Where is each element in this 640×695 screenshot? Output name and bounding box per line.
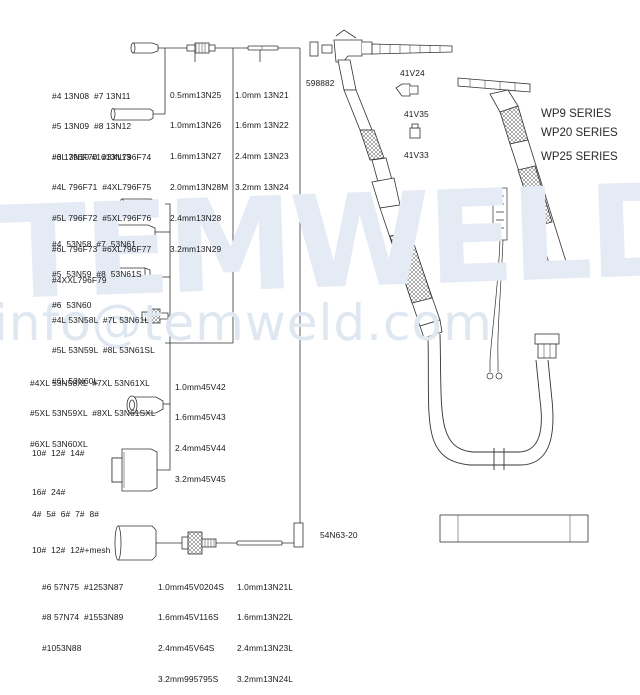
part-label: #6L 53N60L	[52, 376, 99, 387]
part-label: 3.2mm45V45	[175, 474, 226, 485]
backcap-long-label: 41V24	[400, 68, 425, 78]
cable-sleeve	[439, 514, 589, 543]
part-label: #5 53N59 #8 53N61S	[52, 269, 142, 280]
torch-head	[309, 29, 453, 63]
part-label: #6XL 53N60XL	[30, 439, 88, 450]
part-label: 1.6mm45V116S	[158, 612, 219, 623]
part-label: #4L 796F71 #4XL796F75	[52, 182, 152, 193]
part-label: #8 57N74 #1553N89	[42, 612, 124, 623]
cup-part-f	[114, 525, 157, 561]
gas-lens-body-labels: 1.0mm45V42 1.6mm45V43 2.4mm45V44 3.2mm45…	[175, 361, 226, 495]
insulator-part	[293, 522, 304, 548]
part-label: 1.0mm13N26	[170, 120, 222, 131]
series-label-wp20: WP20 SERIES	[541, 127, 618, 139]
series-label-wp9: WP9 SERIES	[541, 108, 612, 120]
part-label: #4 13N08 #7 13N11	[52, 90, 131, 101]
part-label: #5 13N09 #8 13N12	[52, 121, 132, 132]
part-label: 1.0mm45V0204S	[158, 581, 225, 592]
part-label: 1.0mm 13N21	[235, 89, 289, 100]
part-label: 2.4mm13N23L	[237, 643, 294, 654]
backcap-med-label: 41V35	[404, 109, 429, 119]
collets-a-labels: #4 13N08 #7 13N11 #5 13N09 #8 13N12 #6 1…	[52, 70, 131, 173]
collet-long-part	[236, 540, 283, 546]
gas-lens-large-part	[181, 531, 217, 555]
part-label: 1.6mm 13N22	[235, 120, 289, 131]
part-label: 1.0mm13N21L	[237, 581, 294, 592]
part-label: #4XL 53N58XL #7XL 53N61XL	[30, 377, 150, 388]
torch-neck	[337, 59, 393, 183]
part-label: 0.5mm13N25	[170, 89, 222, 100]
cups-f-labels: #6 57N75 #1253N87 #8 57N74 #1553N89 #105…	[42, 561, 123, 664]
part-label: 2.4mm45V64S	[158, 643, 215, 654]
collets-b-labels: 1.0mm 13N21 1.6mm 13N22 2.4mm 13N23 3.2m…	[235, 69, 289, 203]
hose-cable	[427, 333, 554, 470]
part-label: #3L 796F70 #3XL796F74	[52, 151, 152, 162]
backcap-med	[395, 83, 419, 97]
hose-nut	[534, 333, 560, 359]
part-label: 3.2mm995795S	[158, 674, 219, 685]
part-label: #6 53N60	[52, 300, 92, 311]
part-label: #1053N88	[42, 643, 82, 654]
collet-body-part	[186, 42, 216, 54]
large-cups-labels: #3L 796F70 #3XL796F74 #4L 796F71 #4XL796…	[52, 131, 151, 296]
cup-part-e	[111, 448, 158, 492]
part-label: #6L 796F73 #6XL796F77	[52, 244, 152, 255]
part-label: 2.4mm45V44	[175, 443, 226, 454]
part-label: 1.6mm13N22L	[237, 612, 294, 623]
collets-c-labels: 1.0mm13N21L 1.6mm13N22L 2.4mm13N23L 3.2m…	[237, 561, 293, 695]
large-cup-part	[110, 108, 154, 121]
part-label: #6 57N75 #1253N87	[42, 581, 124, 592]
part-label: 3.2mm13N29	[170, 244, 222, 255]
torch-handle	[371, 177, 443, 339]
part-label: 4# 5# 6# 7# 8#	[32, 509, 99, 519]
cups-c-labels: #4XL 53N58XL #7XL 53N61XL #5XL 53N59XL #…	[30, 357, 156, 460]
part-label: #4XXL796F79	[52, 275, 107, 286]
series-label-wp25: WP25 SERIES	[541, 151, 618, 163]
cup-part-b	[110, 267, 151, 287]
gas-lens-large-labels: 1.0mm45V0204S 1.6mm45V116S 2.4mm45V64S 3…	[158, 561, 224, 695]
cup-part-a	[119, 198, 156, 210]
part-label: 16# 24#	[32, 487, 66, 497]
part-label: #4 53N58 #7 53N61	[52, 238, 136, 249]
cups-a-labels: #4 53N58 #7 53N61 #5 53N59 #8 53N61S #6 …	[52, 218, 142, 321]
backcap-small-label: 41V33	[404, 150, 429, 160]
part-label: 10# 12# 14#	[32, 448, 85, 458]
gas-lens-body-part	[141, 308, 169, 324]
cups-d-labels: 10# 12# 14# 16# 24#	[32, 421, 85, 512]
part-label: 1.6mm45V43	[175, 412, 226, 423]
torch-second	[457, 77, 569, 273]
cups-e-labels: 4# 5# 6# 7# 8# 10# 12# 12#+mesh	[32, 484, 110, 568]
part-label: #4L 53N58L #7L 53N61L	[52, 314, 150, 325]
cups-b-labels: #4L 53N58L #7L 53N61L #5L 53N59L #8L 53N…	[52, 294, 155, 397]
collet-part-a	[130, 42, 159, 54]
cup-part-c	[111, 224, 156, 240]
part-label: 3.2mm 13N24	[235, 182, 289, 193]
cup-part-d	[126, 395, 164, 415]
part-label: 3.2mm13N24L	[237, 674, 294, 685]
part-label: 10# 12# 12#+mesh	[32, 545, 111, 555]
part-label: 1.6mm13N27	[170, 151, 222, 162]
backcap-small	[409, 123, 421, 139]
part-label: 1.0mm45V42	[175, 381, 226, 392]
part-label: 2.4mm 13N23	[235, 151, 289, 162]
backcap-short-label: 598882	[306, 78, 335, 88]
switch-wire	[486, 187, 508, 380]
insulator-label: 54N63-20	[320, 530, 358, 540]
part-label: #5L 53N59L #8L 53N61SL	[52, 345, 155, 356]
part-label: 2.0mm13N28M	[170, 182, 229, 193]
collet-body-labels: 0.5mm13N25 1.0mm13N26 1.6mm13N27 2.0mm13…	[170, 69, 228, 265]
part-label: #6 13N10 #1013N13	[52, 152, 132, 163]
collet-part-b	[247, 45, 279, 51]
torch-parts-diagram	[110, 29, 589, 561]
part-label: #5XL 53N59XL #8XL 53N61SXL	[30, 408, 156, 419]
part-label: #5L 796F72 #5XL796F76	[52, 213, 152, 224]
part-label: 2.4mm13N28	[170, 213, 222, 224]
